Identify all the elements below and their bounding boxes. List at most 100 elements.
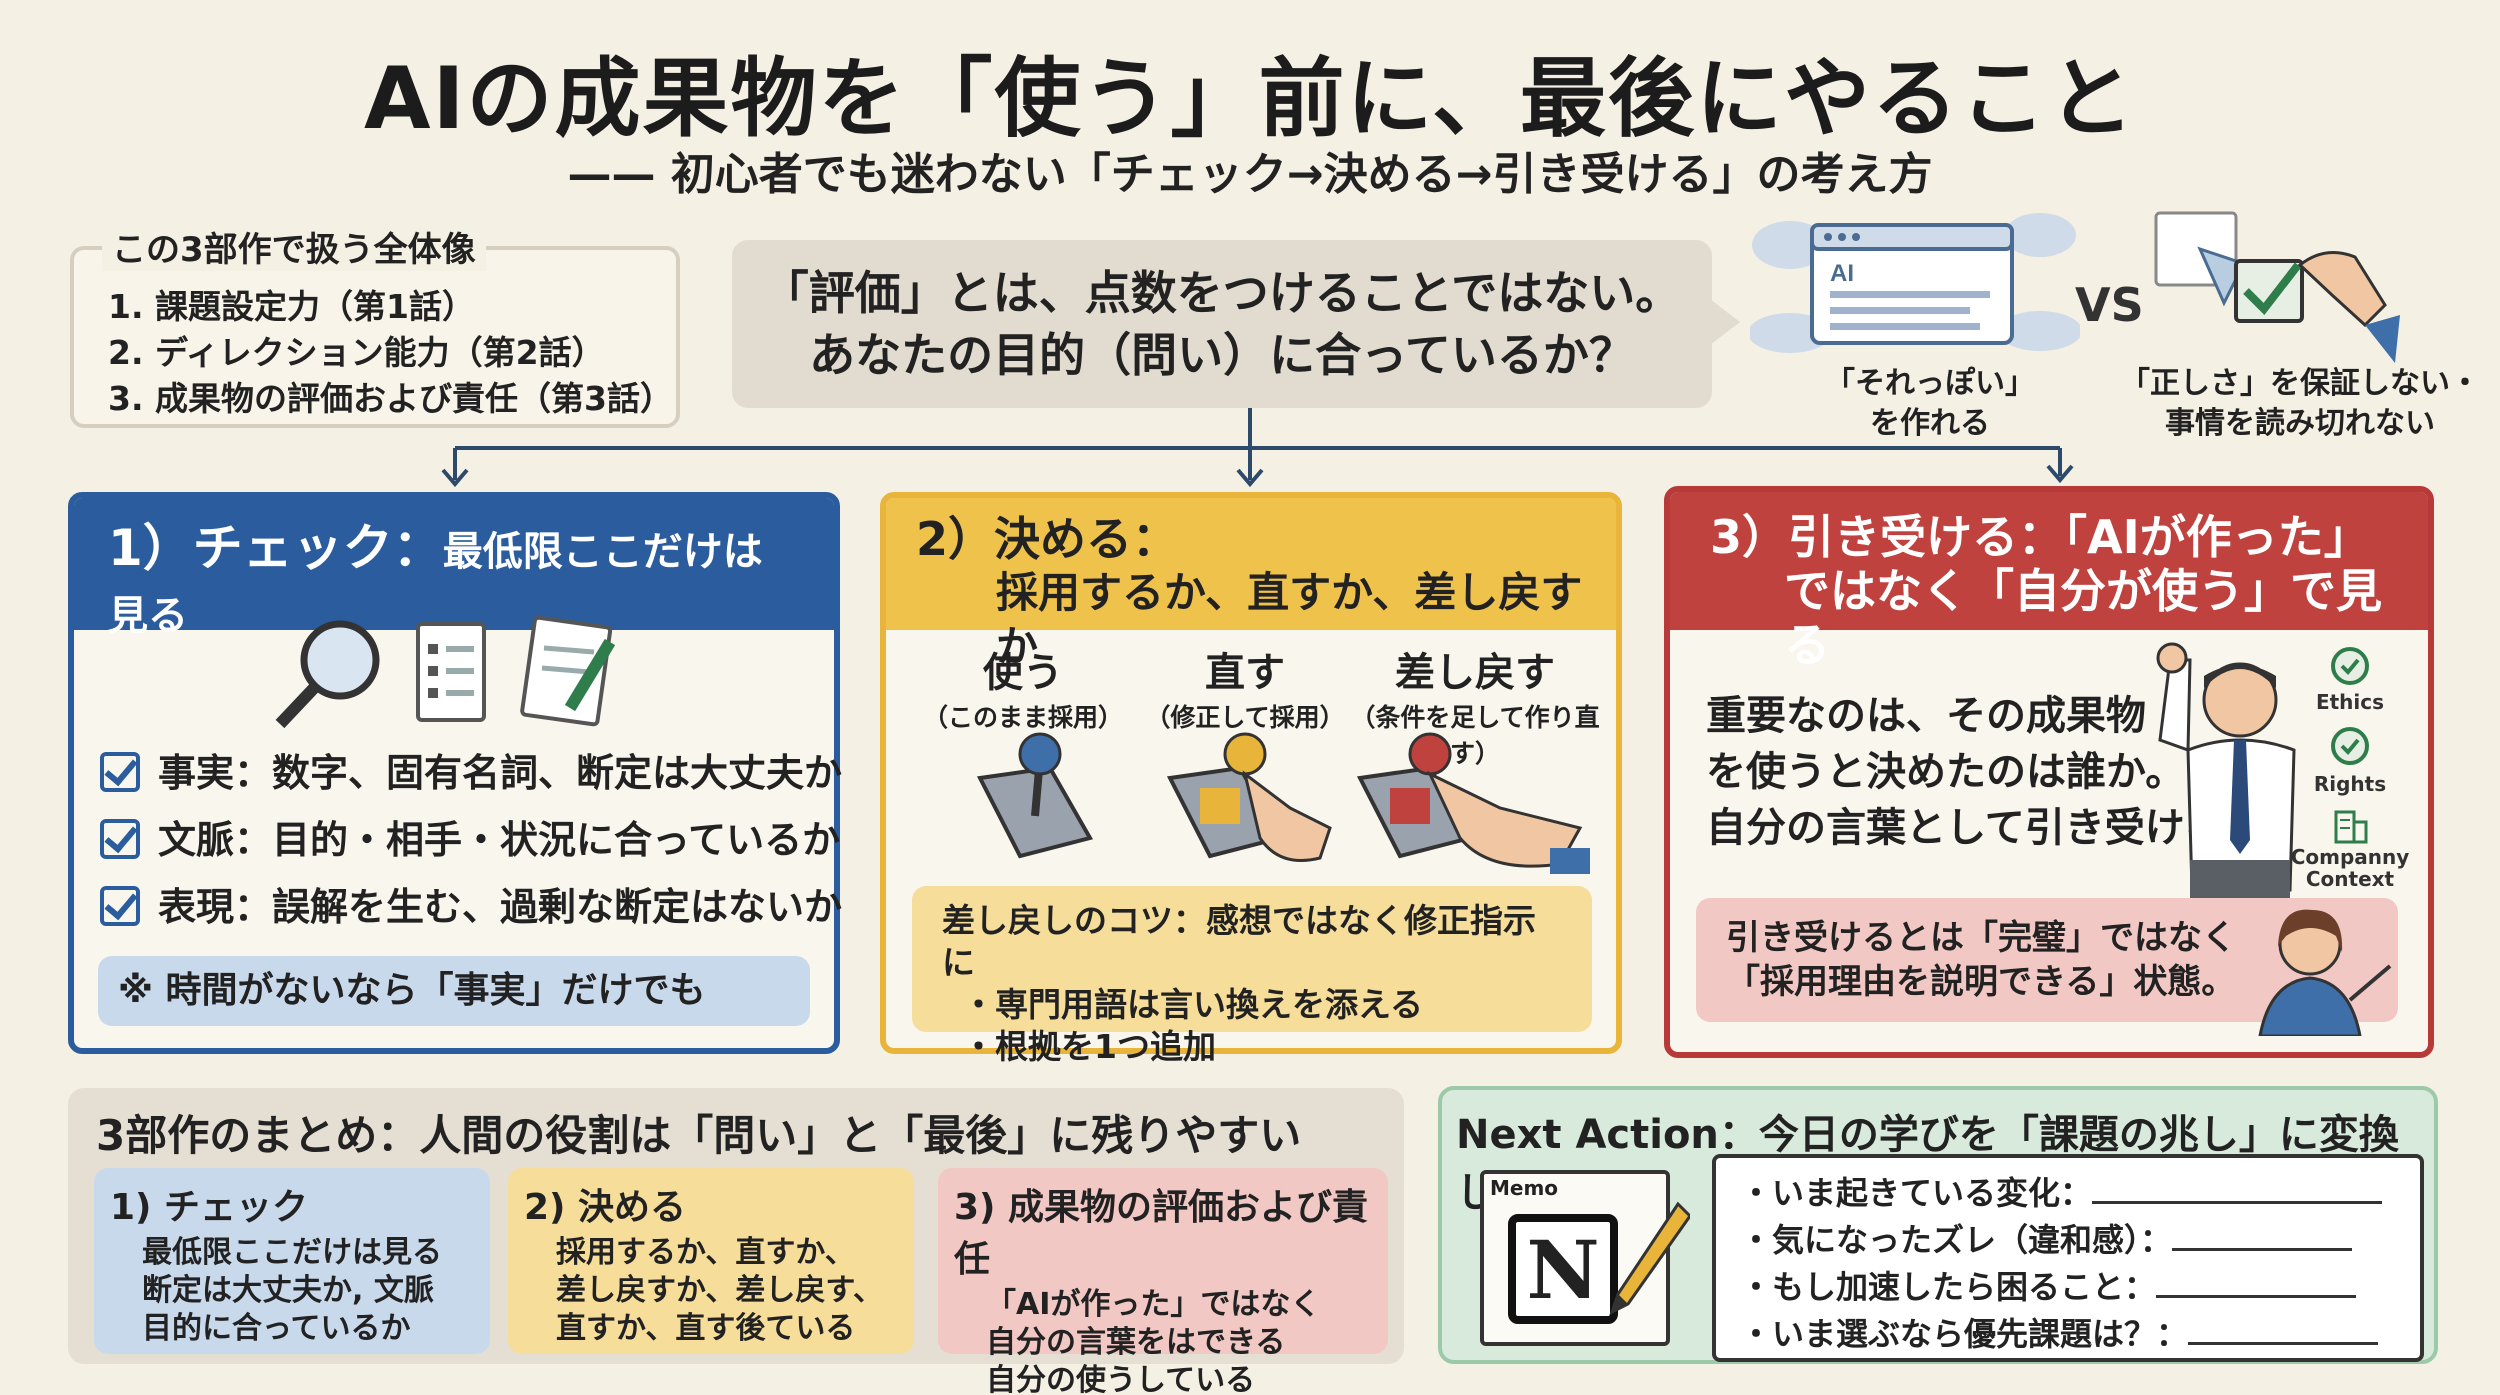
answer-blank[interactable] xyxy=(2172,1221,2353,1251)
ethics-label: Ethics xyxy=(2315,690,2385,714)
evaluation-bubble: 「評価」とは、点数をつけることではない。 あなたの目的（問い）に合っているか？ xyxy=(732,240,1712,408)
check-item: 文脈：目的・相手・状況に合っているか xyxy=(100,807,842,874)
summary-box-heading: 1) チェック xyxy=(110,1187,309,1228)
worksheet-prompt: ・もし加速したら困ること： xyxy=(1740,1268,2157,1306)
ai-caption-line: 「それっぽい」 xyxy=(1825,366,2035,401)
summary-box-line: 目的に合っているか xyxy=(142,1311,411,1346)
responsibility-line: 重要なのは、その成果物 xyxy=(1706,693,2146,739)
bubble-tail xyxy=(1706,296,1740,348)
summary-box-decide: 2) 決める 採用するか、直すか、 差し戻すか、差し戻す、 直すか、直す後ている xyxy=(508,1168,914,1354)
evaluation-line-2: あなたの目的（問い）に合っているか？ xyxy=(809,328,1635,382)
card-check-header: 1）チェック：最低限ここだけは見る xyxy=(74,498,834,639)
summary-box-line: 断定は大丈夫か, 文脈 xyxy=(142,1273,434,1308)
card-own-header: 3）引き受ける：「AIが作った」 ではなく「自分が使う」で見る xyxy=(1670,492,2428,672)
option-label: 使う xyxy=(983,650,1063,696)
card-check-subtitle: 最低限ここだけは見る xyxy=(108,529,763,639)
option-use: 使う （このまま採用） xyxy=(918,640,1128,734)
human-caption-line: 事情を読み切れない xyxy=(2165,406,2435,441)
summary-title: 3部作のまとめ：人間の役割は「問い」と「最後」に残りやすい xyxy=(96,1111,1302,1160)
vs-label: VS xyxy=(2075,278,2144,332)
series-summary: 3部作のまとめ：人間の役割は「問い」と「最後」に残りやすい 1) チェック 最低… xyxy=(68,1088,1404,1395)
card-check-title: 1）チェック： xyxy=(108,519,443,577)
option-label: 直す xyxy=(1205,650,1285,696)
worksheet-prompt: ・いま起きている変化： xyxy=(1740,1174,2093,1212)
ai-window-label: AI xyxy=(1830,260,1854,287)
page-subtitle: —— 初心者でも迷わない「チェック→決める→引き受ける」の考え方 xyxy=(567,149,1933,200)
check-item-text: 表現：誤解を生む、過剰な断定はないか xyxy=(158,885,843,929)
rights-label: Rights xyxy=(2313,772,2387,796)
page-title: AIの成果物を「使う」前に、最後にやること xyxy=(364,49,2136,149)
rights-icon xyxy=(2331,727,2369,765)
human-caption: 「正しさ」を保証しない・ 事情を読み切れない xyxy=(2110,364,2490,444)
summary-box-line: 直すか、直す後ている xyxy=(556,1311,856,1346)
worksheet-prompt: ・気になったズレ（違和感）： xyxy=(1740,1221,2173,1259)
option-label: 差し戻す xyxy=(1395,650,1555,696)
check-item: 事実：数字、固有名詞、断定は大丈夫か xyxy=(100,740,842,807)
overview-label: この3部作で扱う全体像 xyxy=(102,222,486,271)
check-item: 表現：誤解を生む、過剰な断定はないか xyxy=(100,874,842,941)
worksheet-row: ・もし加速したら困ること： xyxy=(1740,1264,2396,1311)
checkbox-icon xyxy=(100,819,140,859)
checkbox-icon xyxy=(100,886,140,926)
answer-blank[interactable] xyxy=(2092,1174,2383,1204)
tip-item: ・専門用語は言い換えを添える xyxy=(962,985,1424,1024)
responsibility-line: 自分の言葉として引き受ける。 xyxy=(1706,805,2265,851)
option-sub: （条件を足して作り直す） xyxy=(1350,703,1600,768)
next-action-worksheet: ・いま起きている変化： ・気になったズレ（違和感）： ・もし加速したら困ること：… xyxy=(1712,1154,2424,1362)
magnifier-document-icons xyxy=(275,615,616,729)
series-overview: この3部作で扱う全体像 1. 課題設定力（第1話） 2. ディレクション能力（第… xyxy=(70,222,680,428)
card-own-subtitle: ではなく「自分が使う」で見る xyxy=(1784,564,2382,672)
responsibility-text: 重要なのは、その成果物 を使うと決めたのは誰か。 自分の言葉として引き受ける。 xyxy=(1706,688,2265,856)
ownership-note-line: 引き受けるとは「完璧」ではなく xyxy=(1726,918,2236,958)
ai-window-icon: AI xyxy=(1750,213,2080,353)
tip-title: 差し戻しのコツ：感想ではなく修正指示に xyxy=(942,901,1536,982)
card-decide-header: 2）決める： 採用するか、直すか、差し戻すか xyxy=(886,498,1616,671)
company-building-icon xyxy=(2334,810,2368,844)
answer-blank[interactable] xyxy=(2156,1268,2357,1298)
tip-item: ・根拠を1つ追加 xyxy=(962,1027,1216,1066)
return-tip: 差し戻しのコツ：感想ではなく修正指示に ・専門用語は言い換えを添える ・根拠を1… xyxy=(912,886,1592,1066)
memo-note-icon: Memo N xyxy=(1480,1170,1690,1350)
ethics-icon xyxy=(2331,647,2369,685)
checkbox-icon xyxy=(100,752,140,792)
hand-check-icon xyxy=(2154,211,2400,363)
flow-connector xyxy=(441,408,2074,488)
worksheet-row: ・いま選ぶなら優先課題は？： xyxy=(1740,1311,2396,1358)
option-return: 差し戻す （条件を足して作り直す） xyxy=(1340,640,1610,770)
next-action: Next Action：今日の学びを「課題の兆し」に変換して残す Memo N … xyxy=(1438,1086,2438,1364)
company-context-label: Companny Context xyxy=(2290,845,2410,891)
ai-caption-line: を作れる xyxy=(1870,406,1990,441)
option-sub: （修正して採用） xyxy=(1145,703,1345,732)
option-sub: （このまま採用） xyxy=(922,703,1123,732)
teacher-illustration xyxy=(2258,909,2392,1036)
ai-caption: 「それっぽい」 を作れる xyxy=(1800,364,2060,444)
card-decide-subtitle: 採用するか、直すか、差し戻すか xyxy=(996,568,1583,671)
worksheet-prompt: ・いま選ぶなら優先課題は？： xyxy=(1740,1315,2189,1353)
summary-box-check: 1) チェック 最低限ここだけは見る 断定は大丈夫か, 文脈 目的に合っているか xyxy=(94,1168,490,1354)
worksheet-row: ・気になったズレ（違和感）： xyxy=(1740,1217,2396,1264)
overview-item: 1. 課題設定力（第1話） xyxy=(108,287,475,326)
summary-box-line: 採用するか、直すか、 xyxy=(556,1235,855,1270)
evaluation-line-1: 「評価」とは、点数をつけることではない。 xyxy=(762,266,1682,320)
notion-logo-icon: N xyxy=(1508,1214,1618,1324)
summary-box-heading: 3) 成果物の評価および責任 xyxy=(954,1187,1369,1280)
summary-box-heading: 2) 決める xyxy=(524,1187,687,1228)
worksheet-row: ・いま起きている変化： xyxy=(1740,1170,2396,1217)
overview-list: 1. 課題設定力（第1話） 2. ディレクション能力（第2話） 3. 成果物の評… xyxy=(108,284,673,422)
summary-box-line: 「AIが作った」ではなく xyxy=(986,1287,1321,1322)
check-note: ※ 時間がないなら「事実」だけでも xyxy=(98,956,810,1026)
answer-blank[interactable] xyxy=(2188,1315,2379,1345)
responsibility-line: を使うと決めたのは誰か。 xyxy=(1706,749,2186,795)
businessman-illustration xyxy=(2156,642,2296,900)
check-item-text: 文脈：目的・相手・状況に合っているか xyxy=(158,818,841,862)
summary-box-line: 自分の使うしている xyxy=(986,1363,1256,1395)
check-list: 事実：数字、固有名詞、断定は大丈夫か 文脈：目的・相手・状況に合っているか 表現… xyxy=(100,740,842,941)
human-caption-line: 「正しさ」を保証しない・ xyxy=(2120,366,2480,401)
summary-box-line: 最低限ここだけは見る xyxy=(142,1235,442,1270)
option-fix: 直す （修正して採用） xyxy=(1140,640,1350,734)
summary-box-evaluate: 3) 成果物の評価および責任 「AIが作った」ではなく 自分の言葉をはできる 自… xyxy=(938,1168,1388,1395)
pencil-icon xyxy=(1609,1201,1690,1315)
lever-switch-icons xyxy=(976,732,1590,874)
memo-label: Memo xyxy=(1490,1176,1559,1200)
ownership-note-line: 「採用理由を説明できる」状態。 xyxy=(1726,962,2236,1002)
